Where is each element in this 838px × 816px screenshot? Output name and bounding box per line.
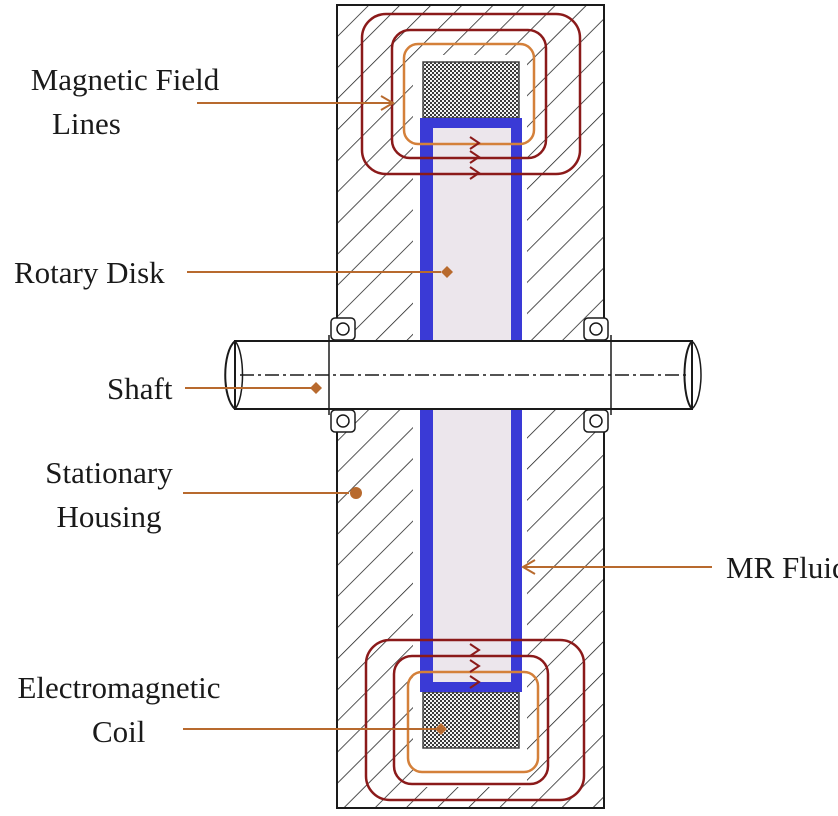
bearing-bottom-right [583, 409, 609, 433]
leader-stationary-housing [183, 487, 362, 499]
leader-mr-fluid [521, 559, 712, 575]
label-electromagnetic-coil: Electromagnetic Coil [4, 666, 234, 754]
shaft [224, 340, 702, 410]
electromagnetic-coil-bottom [422, 691, 520, 749]
label-electromagnetic-line1: Electromagnetic [17, 670, 221, 705]
label-magnetic-field-line2: Lines [52, 106, 121, 141]
label-magnetic-field-line1: Magnetic Field [30, 62, 220, 97]
magnetic-field-lines-top [360, 12, 582, 180]
label-electromagnetic-line2: Coil [92, 714, 146, 749]
label-stationary-line1: Stationary [45, 455, 173, 490]
label-magnetic-field-lines: Magnetic Field Lines [14, 58, 236, 146]
bearing-top-left [330, 317, 356, 341]
bearing-bottom-left [330, 409, 356, 433]
magnetic-field-lines-bottom [364, 638, 586, 802]
leader-shaft [185, 382, 322, 394]
label-stationary-line2: Housing [56, 499, 162, 534]
bearing-top-right [583, 317, 609, 341]
label-stationary-housing: Stationary Housing [24, 451, 194, 539]
label-mr-fluid: MR Fluid [726, 550, 838, 585]
label-rotary-disk: Rotary Disk [14, 255, 165, 290]
electromagnetic-coil-top [422, 61, 520, 119]
leader-electromagnetic-coil [183, 723, 447, 735]
leader-magnetic-field [197, 95, 395, 111]
label-shaft: Shaft [107, 371, 173, 406]
leader-rotary-disk [187, 266, 453, 278]
